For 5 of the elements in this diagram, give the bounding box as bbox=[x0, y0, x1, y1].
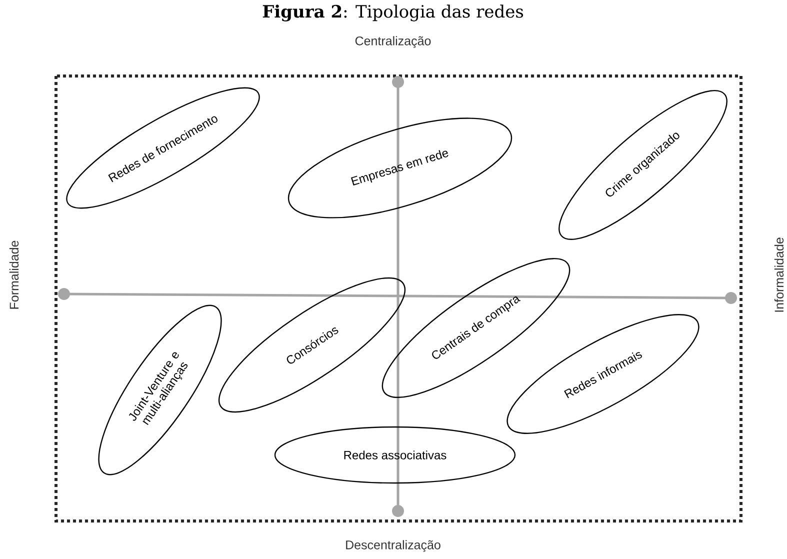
figure-title: Figura 2: Tipologia das redes bbox=[262, 4, 524, 22]
axis-label: Centralização bbox=[355, 36, 431, 48]
axis-label: Formalidade bbox=[9, 240, 19, 309]
axis-label: Descentralização bbox=[346, 540, 440, 552]
axis-label: Informalidade bbox=[774, 238, 784, 312]
